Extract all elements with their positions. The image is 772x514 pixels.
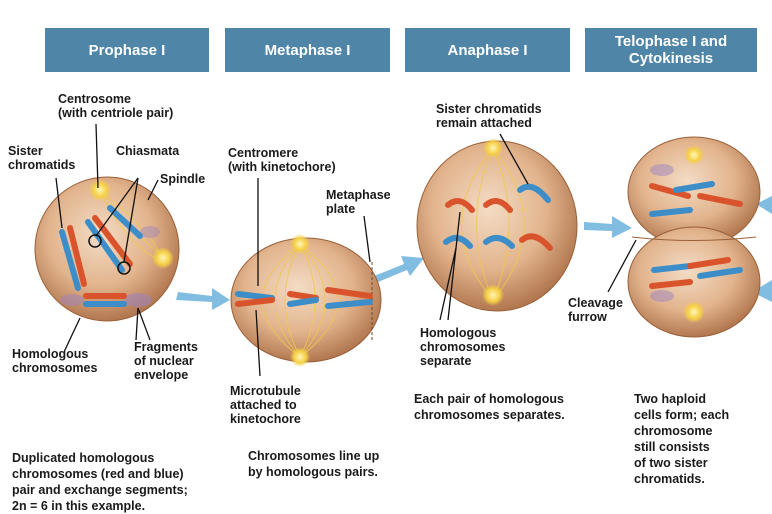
arrow-2 — [374, 256, 424, 282]
caption-telophase: Two haploid cells form; each chromosome … — [634, 392, 730, 486]
cell-anaphase — [416, 138, 578, 312]
header-anaphase: Anaphase I — [405, 28, 570, 72]
label-metaphase-plate: Metaphase plate — [326, 188, 391, 216]
label-centromere: Centromere (with kinetochore) — [228, 146, 336, 174]
header-metaphase: Metaphase I — [225, 28, 390, 72]
leader-lines — [55, 123, 637, 377]
arrow-4 — [752, 196, 772, 302]
label-homologous-chromosomes: Homologous chromosomes — [12, 347, 98, 375]
arrow-3 — [584, 216, 632, 238]
label-homologous-separate: Homologous chromosomes separate — [420, 326, 506, 368]
caption-anaphase: Each pair of homologous chromosomes sepa… — [414, 392, 565, 422]
cell-metaphase — [230, 234, 382, 367]
label-spindle: Spindle — [160, 172, 206, 186]
label-cleavage-furrow: Cleavage furrow — [568, 296, 623, 324]
caption-metaphase: Chromosomes line up by homologous pairs. — [248, 449, 380, 479]
label-centrosome: Centrosome (with centriole pair) — [58, 92, 174, 120]
label-chiasmata: Chiasmata — [116, 144, 180, 158]
caption-prophase: Duplicated homologous chromosomes (red a… — [12, 451, 188, 513]
header-prophase: Prophase I — [45, 28, 209, 72]
label-sister-remain-attached: Sister chromatids remain attached — [436, 102, 542, 130]
label-fragments-nuclear-envelope: Fragments of nuclear envelope — [134, 340, 198, 382]
label-microtubule: Microtubule attached to kinetochore — [230, 384, 301, 426]
label-sister-chromatids: Sister chromatids — [8, 144, 76, 172]
arrow-1 — [176, 288, 230, 310]
header-telophase: Telophase I and Cytokinesis — [585, 28, 757, 72]
cell-telophase — [627, 136, 761, 338]
cell-prophase — [34, 176, 180, 322]
